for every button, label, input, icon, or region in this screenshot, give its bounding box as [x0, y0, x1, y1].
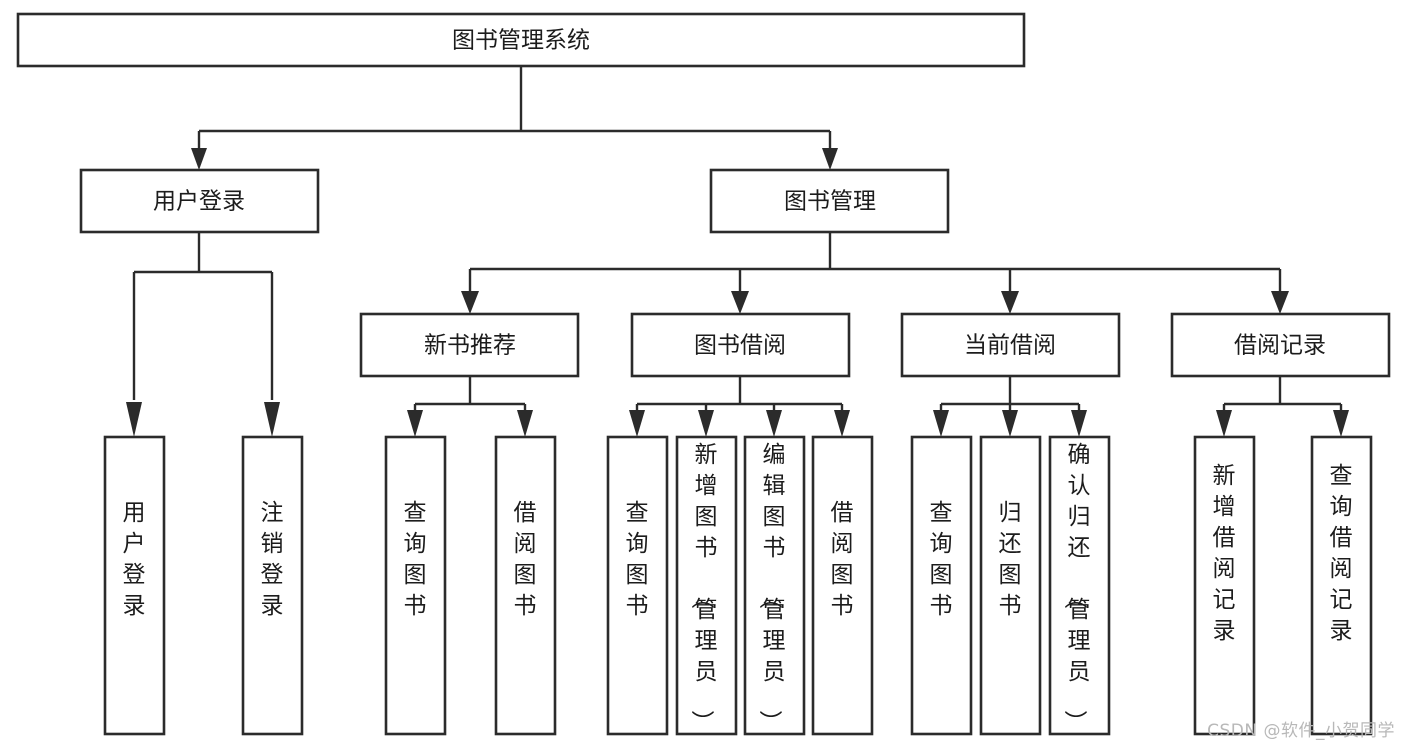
node-leaf-edit-book[interactable]: 编辑图书（管理员） [743, 435, 806, 736]
node-label-leaf-borrow-book-nb: 借阅图书 [514, 500, 537, 619]
node-label-leaf-logout: 注销登录 [261, 500, 284, 619]
node-leaf-query-borrow-record[interactable]: 查询借阅记录 [1310, 435, 1373, 736]
arrow-head-leaf-nb1 [407, 410, 423, 437]
node-box-leaf-user-login [103, 435, 166, 736]
node-label-leaf-user-login: 用户登录 [123, 500, 146, 619]
csdn-watermark: CSDN @软件_小贺同学 [1207, 721, 1395, 741]
node-leaf-return-book[interactable]: 归还图书 [979, 435, 1042, 736]
node-label-leaf-query-borrow-record: 查询借阅记录 [1330, 463, 1353, 644]
arrow-head-leaf-user-login [126, 402, 142, 437]
node-box-root [16, 12, 1026, 68]
node-box-user-login [79, 168, 320, 234]
node-box-leaf-edit-book [743, 435, 806, 736]
node-label-leaf-confirm-return: 确认归还（管理员） [1062, 442, 1091, 733]
node-box-current-borrow [900, 312, 1121, 378]
node-label-leaf-add-borrow-record: 新增借阅记录 [1213, 463, 1236, 644]
node-label-leaf-query-book-cb: 查询图书 [930, 500, 953, 619]
node-label-leaf-query-book-nb: 查询图书 [404, 500, 427, 619]
node-leaf-borrow-book-nb[interactable]: 借阅图书 [494, 435, 557, 736]
node-leaf-logout[interactable]: 注销登录 [241, 435, 304, 736]
arrow-head-leaf-nb2 [517, 410, 533, 437]
node-label-leaf-borrow-book-bb: 借阅图书 [831, 500, 854, 619]
node-current-borrow[interactable]: 当前借阅 [900, 312, 1121, 378]
arrow-head-leaf-logout [264, 402, 280, 437]
node-leaf-borrow-book-bb[interactable]: 借阅图书 [811, 435, 874, 736]
arrow-head-leaf-bb2 [698, 410, 714, 437]
node-book-borrow[interactable]: 图书借阅 [630, 312, 851, 378]
arrow-head-borrow-record [1271, 291, 1289, 314]
arrow-head-new-book [461, 291, 479, 314]
node-box-leaf-borrow-book-bb [811, 435, 874, 736]
node-box-leaf-query-book-nb [384, 435, 447, 736]
node-user-login[interactable]: 用户登录 [79, 168, 320, 234]
node-box-leaf-add-book [675, 435, 738, 736]
arrow-head-bookmgmt [822, 148, 838, 170]
node-box-leaf-logout [241, 435, 304, 736]
arrow-head-leaf-bb3 [766, 410, 782, 437]
node-leaf-query-book-bb[interactable]: 查询图书 [606, 435, 669, 736]
node-box-leaf-query-book-cb [910, 435, 973, 736]
node-leaf-add-book[interactable]: 新增图书（管理员） [675, 435, 738, 736]
arrow-head-leaf-bb1 [629, 410, 645, 437]
node-label-leaf-edit-book: 编辑图书（管理员） [757, 442, 786, 733]
node-label-current-borrow: 当前借阅 [964, 333, 1056, 359]
node-root-book-management-system[interactable]: 图书管理系统 [16, 12, 1026, 68]
node-book-management[interactable]: 图书管理 [709, 168, 950, 234]
node-leaf-query-book-nb[interactable]: 查询图书 [384, 435, 447, 736]
arrow-head-current-borrow [1001, 291, 1019, 314]
node-box-borrow-records [1170, 312, 1391, 378]
node-label-leaf-add-book: 新增图书（管理员） [689, 442, 718, 733]
node-box-new-book-recommend [359, 312, 580, 378]
node-new-book-recommend[interactable]: 新书推荐 [359, 312, 580, 378]
node-box-leaf-confirm-return [1048, 435, 1111, 736]
arrow-head-leaf-br2 [1333, 410, 1349, 437]
arrow-head-book-borrow [731, 291, 749, 314]
node-leaf-user-login[interactable]: 用户登录 [103, 435, 166, 736]
node-box-leaf-add-borrow-record [1193, 435, 1256, 736]
arrow-head-leaf-br1 [1216, 410, 1232, 437]
node-box-leaf-query-book-bb [606, 435, 669, 736]
arrow-head-leaf-bb4 [834, 410, 850, 437]
node-label-user-login: 用户登录 [153, 189, 245, 215]
node-label-borrow-records: 借阅记录 [1234, 333, 1326, 359]
node-borrow-records[interactable]: 借阅记录 [1170, 312, 1391, 378]
node-label-leaf-query-book-bb: 查询图书 [626, 500, 649, 619]
node-leaf-confirm-return[interactable]: 确认归还（管理员） [1048, 435, 1111, 736]
node-box-leaf-return-book [979, 435, 1042, 736]
node-leaf-add-borrow-record[interactable]: 新增借阅记录 [1193, 435, 1256, 736]
node-label-new-book-recommend: 新书推荐 [424, 333, 516, 359]
arrow-head-userlogin [191, 148, 207, 170]
connectors [126, 66, 1349, 437]
node-label-leaf-return-book: 归还图书 [999, 500, 1022, 619]
node-box-leaf-query-borrow-record [1310, 435, 1373, 736]
arrow-head-leaf-cb1 [933, 410, 949, 437]
node-box-book-management [709, 168, 950, 234]
node-leaf-query-book-cb[interactable]: 查询图书 [910, 435, 973, 736]
node-box-book-borrow [630, 312, 851, 378]
node-label-root: 图书管理系统 [452, 28, 590, 54]
node-label-book-management: 图书管理 [784, 189, 876, 215]
node-label-book-borrow: 图书借阅 [694, 333, 786, 359]
arrow-head-leaf-cb3 [1071, 410, 1087, 437]
arrow-head-leaf-cb2 [1002, 410, 1018, 437]
node-box-leaf-borrow-book-nb [494, 435, 557, 736]
